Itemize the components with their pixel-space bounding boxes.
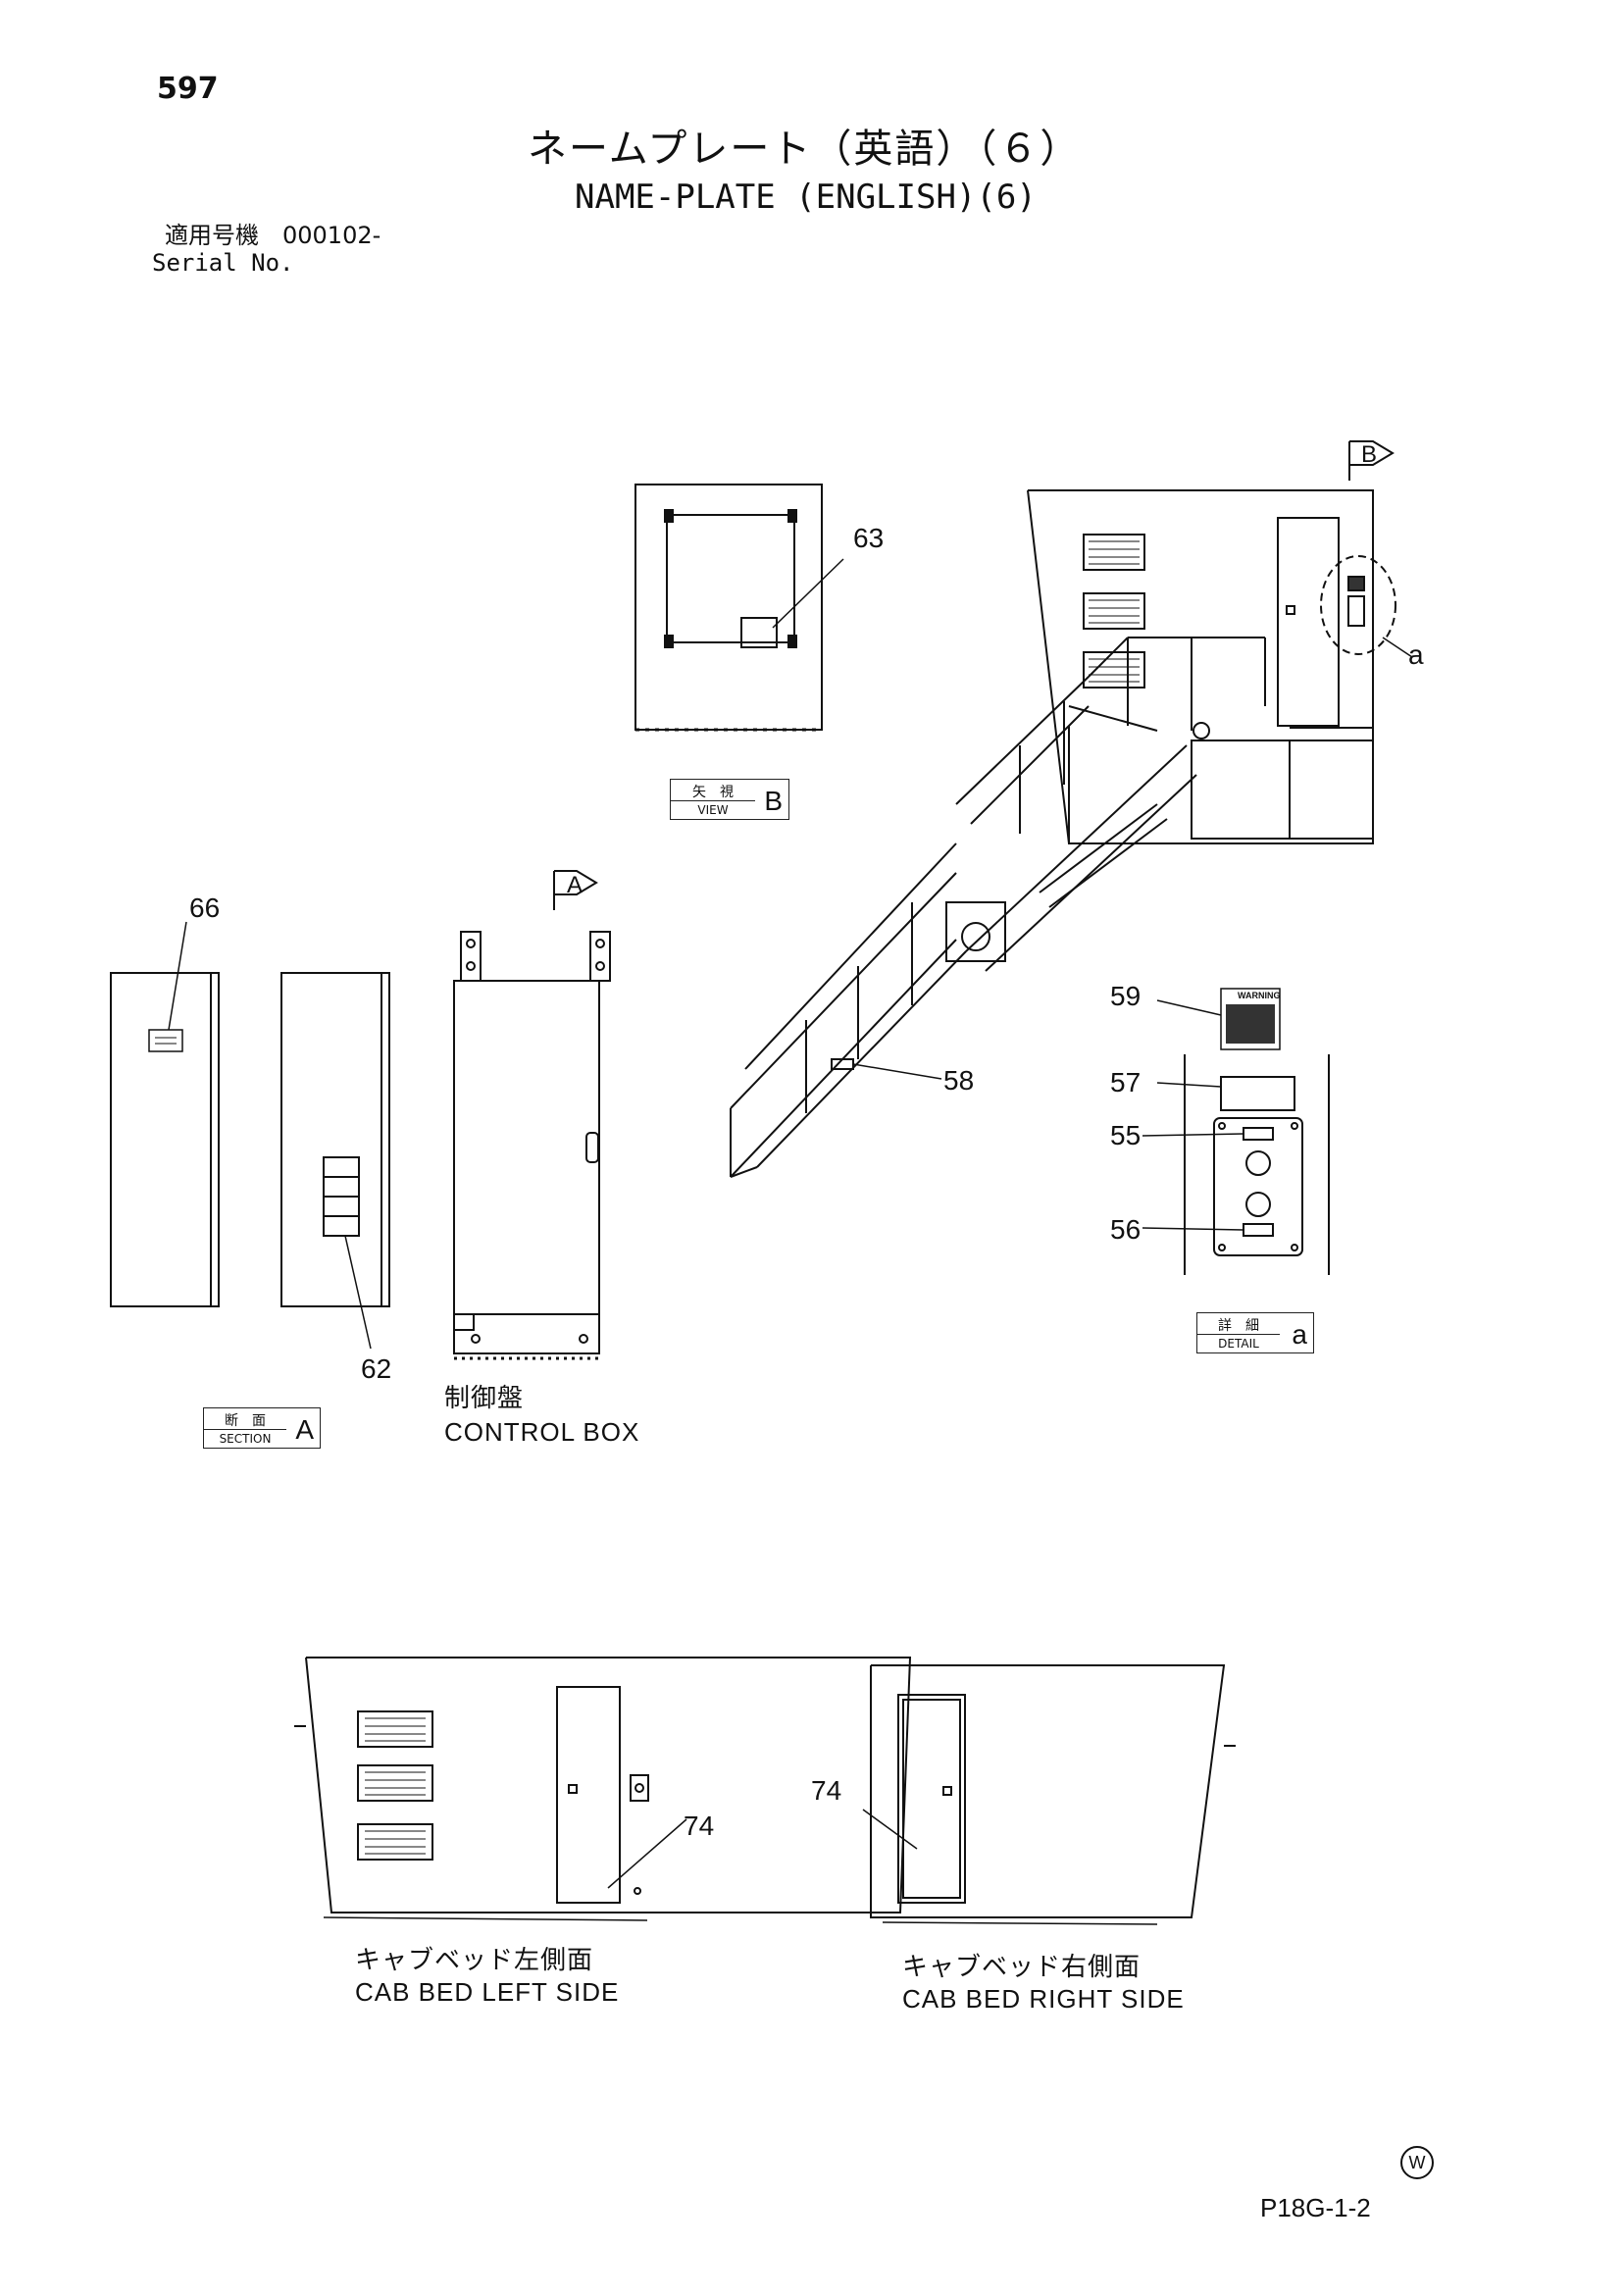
cab-right-caption-en: CAB BED RIGHT SIDE (902, 1984, 1185, 2014)
section-a-jp: 断 面 (225, 1413, 266, 1429)
detail-a-letter: a (1292, 1319, 1307, 1350)
stairway (730, 637, 1266, 1178)
view-b-en: VIEW (671, 800, 755, 817)
title-english: NAME-PLATE (ENGLISH)(6) (575, 178, 1037, 217)
callout-74-right: 74 (811, 1775, 842, 1806)
control-box-caption-jp: 制御盤 (444, 1383, 525, 1412)
callout-59: 59 (1110, 981, 1142, 1011)
control-box-caption-en: CONTROL BOX (444, 1417, 640, 1447)
serial-label-english: Serial No. (152, 249, 294, 277)
callout-55: 55 (1110, 1120, 1142, 1150)
detail-a-en: DETAIL (1197, 1334, 1280, 1351)
title-japanese: ネームプレート（英語）（６） (528, 127, 1082, 172)
serial-label-japanese: 適用号機 000102- (165, 222, 381, 249)
detail-a-jp: 詳 細 (1218, 1318, 1259, 1334)
section-a-tag: 断 面 SECTION A (203, 1407, 321, 1449)
drawing-code: P18G-1-2 (1260, 2193, 1371, 2222)
cab-left-caption-jp: キャブベッド左側面 (355, 1945, 594, 1974)
section-a-panels (110, 921, 390, 1350)
view-b-tag: 矢 視 VIEW B (670, 779, 789, 820)
cab-bed-upper (1027, 440, 1413, 844)
callout-63: 63 (853, 523, 885, 553)
detail-a-tag: 詳 細 DETAIL a (1196, 1312, 1314, 1353)
detail-ref-a: a (1408, 639, 1424, 670)
detail-a (1142, 988, 1330, 1275)
callout-66: 66 (189, 893, 221, 923)
arrow-a-label: A (567, 872, 584, 898)
section-a-en: SECTION (204, 1429, 286, 1446)
view-b-jp: 矢 視 (692, 785, 734, 800)
callout-62: 62 (361, 1353, 392, 1384)
cab-bed-left-side (294, 1657, 912, 1921)
page-number: 597 (157, 72, 219, 106)
view-b-letter: B (764, 786, 783, 816)
callout-57: 57 (1110, 1067, 1142, 1097)
callout-56: 56 (1110, 1214, 1142, 1245)
view-b-panel (634, 484, 844, 732)
cab-left-caption-en: CAB BED LEFT SIDE (355, 1977, 620, 2007)
callout-74-left: 74 (684, 1811, 715, 1841)
cab-bed-right-side (862, 1664, 1236, 1925)
arrow-b-label: B (1361, 441, 1378, 468)
section-a-letter: A (295, 1414, 314, 1445)
control-box (453, 870, 611, 1360)
callout-58: 58 (943, 1065, 975, 1096)
cab-right-caption-jp: キャブベッド右側面 (902, 1952, 1142, 1981)
warning-plate-text: WARNING (1238, 991, 1281, 1000)
circle-w-mark: W (1400, 2146, 1434, 2179)
